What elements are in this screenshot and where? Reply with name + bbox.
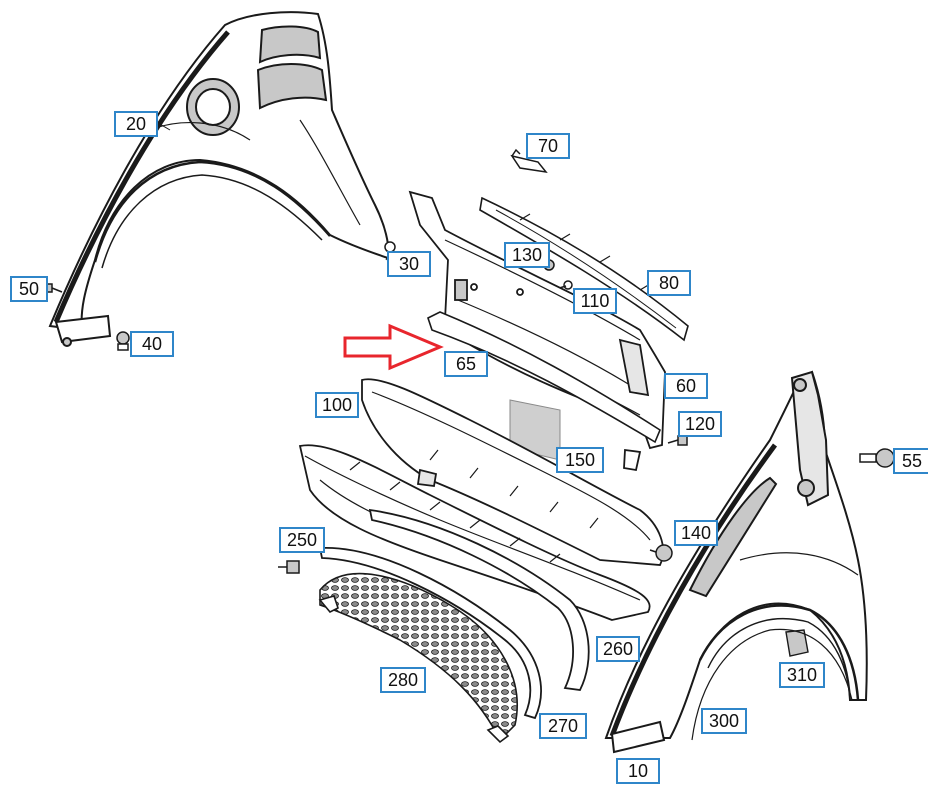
lower-bumper-shell (298, 444, 651, 621)
callout-140[interactable]: 140 (674, 520, 718, 546)
callout-80[interactable]: 80 (647, 270, 691, 296)
grille-frame-part-270 (318, 547, 542, 720)
clip-part-40 (116, 331, 130, 351)
callout-300[interactable]: 300 (701, 708, 747, 734)
callout-30[interactable]: 30 (387, 251, 431, 277)
wheel-arch-liner-part-300 (691, 628, 853, 741)
callout-100[interactable]: 100 (315, 392, 359, 418)
callout-70[interactable]: 70 (526, 133, 570, 159)
clip-part-310 (785, 629, 809, 657)
callout-50[interactable]: 50 (10, 276, 48, 302)
highlight-arrow (343, 323, 444, 371)
grille-mesh-part-280 (318, 572, 518, 744)
clip-part-70 (510, 148, 548, 174)
callout-20[interactable]: 20 (114, 111, 158, 137)
callout-150[interactable]: 150 (556, 447, 604, 473)
callout-110[interactable]: 110 (573, 288, 617, 314)
trim-strip-part-260 (368, 508, 590, 691)
callout-65[interactable]: 65 (444, 351, 488, 377)
callout-280[interactable]: 280 (380, 667, 426, 693)
callout-260[interactable]: 260 (596, 636, 640, 662)
callout-310[interactable]: 310 (779, 662, 825, 688)
strip-part-65 (427, 311, 661, 444)
screw-part-250 (278, 560, 300, 574)
callout-270[interactable]: 270 (539, 713, 587, 739)
callout-10[interactable]: 10 (616, 758, 660, 784)
callout-60[interactable]: 60 (664, 373, 708, 399)
callout-250[interactable]: 250 (279, 527, 325, 553)
callout-55[interactable]: 55 (893, 448, 928, 474)
callout-130[interactable]: 130 (504, 242, 550, 268)
screw-part-120 (667, 435, 688, 446)
bolt-part-55 (859, 448, 895, 468)
callout-120[interactable]: 120 (678, 411, 722, 437)
callout-40[interactable]: 40 (130, 331, 174, 357)
left-fender-part-20 (48, 11, 390, 347)
right-fender-part-10 (604, 370, 868, 754)
clip-part-140 (649, 544, 673, 562)
bumper-cover-part-100 (361, 378, 664, 566)
